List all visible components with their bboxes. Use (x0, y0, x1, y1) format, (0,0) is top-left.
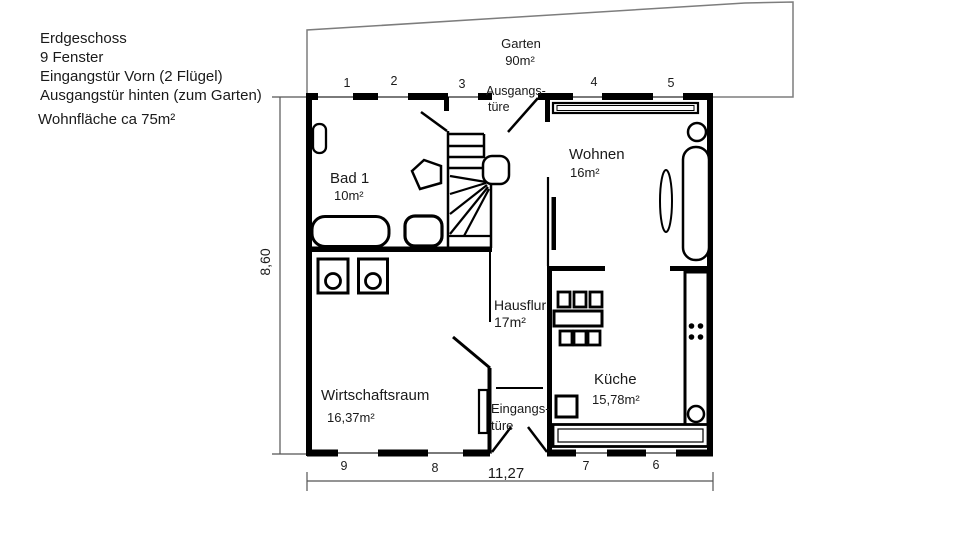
kitchen-sink (686, 404, 706, 424)
plant (659, 169, 673, 233)
sideboard-inner (556, 105, 695, 111)
entrance-door-label-line2: türe (491, 418, 513, 433)
washing-machine-1 (316, 257, 350, 295)
radiator (477, 388, 489, 435)
note-block: Erdgeschoss 9 Fenster Eingangstür Vorn (… (38, 30, 262, 128)
wohnen-fixtures (551, 101, 711, 262)
wirtschaftsraum-fixtures (316, 257, 489, 435)
window-number-8: 8 (432, 461, 439, 475)
room-area-wohnen: 16m² (570, 165, 600, 180)
bad-fixtures (310, 122, 444, 248)
bathtub (310, 215, 391, 248)
room-area-wirtschaftsraum: 16,37m² (327, 410, 375, 425)
dimension-labels: 11,27 8,60 (257, 248, 524, 482)
room-label-bad: Bad 1 (330, 170, 369, 187)
garden-area: 90m² (505, 53, 535, 68)
kitchen-counter-right (683, 270, 710, 427)
garden-outline (306, 1, 794, 98)
room-area-hausflur: 17m² (494, 314, 526, 330)
room-label-wohnen: Wohnen (569, 146, 625, 163)
window-number-1: 1 (344, 76, 351, 90)
right-wall (707, 93, 713, 456)
garden-labels: Garten 90m² (501, 36, 541, 68)
staircase (446, 131, 511, 248)
window-number-4: 4 (591, 75, 598, 89)
kueche-left-wall (547, 271, 552, 453)
bad-bottom-wall (306, 246, 492, 252)
room-label-wirtschaftsraum: Wirtschaftsraum (321, 387, 429, 404)
top-wall-dashes (307, 93, 713, 100)
window-number-6: 6 (653, 458, 660, 472)
wohnen-door-leaf (551, 197, 556, 250)
note-entrance: Eingangstür Vorn (2 Flügel) (40, 68, 223, 85)
room-area-kueche: 15,78m² (592, 392, 640, 407)
dimension-width: 11,27 (488, 465, 524, 482)
towel-radiator (311, 122, 328, 155)
garden-label: Garten (501, 36, 541, 51)
exit-door-swing (507, 97, 539, 133)
entrance-door-swing-right (527, 426, 548, 453)
washing-machine-2-door (364, 272, 382, 290)
note-exit: Ausgangstür hinten (zum Garten) (40, 87, 262, 104)
bad-door-swing (420, 110, 448, 133)
note-title: Erdgeschoss (40, 30, 127, 47)
bottom-wall-dashes (307, 449, 713, 457)
left-wall (306, 93, 312, 456)
note-windows: 9 Fenster (40, 49, 103, 66)
note-living-area: Wohnfläche ca 75m² (38, 111, 175, 128)
entrance-door-label-line1: Eingangs- (491, 401, 550, 416)
wohnen-kueche-divider-right (670, 266, 713, 271)
washbasin-pentagon (410, 158, 443, 191)
kitchen-counter-bottom (551, 423, 710, 448)
toilet (403, 214, 444, 248)
side-table (686, 121, 708, 143)
room-area-bad: 10m² (334, 188, 364, 203)
window-number-5: 5 (668, 76, 675, 90)
kitchen-appliance (554, 394, 579, 419)
window-number-3: 3 (459, 77, 466, 91)
dining-chairs-bottom (558, 329, 602, 347)
wirtschaftsraum-door-wall (452, 335, 491, 370)
exit-door-label-line2: türe (488, 100, 510, 114)
window-number-9: 9 (341, 459, 348, 473)
window-numbers-top: 1 2 3 4 5 (344, 74, 675, 91)
stair-newel-post (481, 154, 511, 186)
dining-chairs-top (556, 290, 604, 309)
window-number-2: 2 (391, 74, 398, 88)
wohnen-left-wall-stub (545, 97, 550, 122)
exit-door-label-line1: Ausgangs- (486, 84, 546, 98)
washing-machine-1-door (324, 272, 342, 290)
room-labels: Bad 1 10m² Wohnen 16m² Hausflur 17m² Wir… (321, 146, 640, 425)
kueche-fixtures (551, 270, 710, 448)
outer-walls (306, 93, 713, 457)
bad-right-wall-stub (444, 97, 449, 111)
sideboard (551, 101, 700, 115)
window-numbers-bottom: 9 8 7 6 (341, 458, 660, 475)
stove-burners (688, 323, 704, 340)
stair-winder-treads (449, 174, 490, 237)
dimension-lines (272, 96, 714, 491)
interior-walls (306, 97, 713, 453)
door-labels: Ausgangs- türe Eingangs- türe (486, 84, 550, 433)
window-number-7: 7 (583, 459, 590, 473)
room-label-kueche: Küche (594, 371, 637, 388)
dining-table (552, 309, 604, 328)
sofa (681, 145, 711, 262)
dimension-height: 8,60 (257, 248, 273, 275)
entrance-door-swing-left (491, 426, 512, 453)
entry-side-wall (487, 368, 492, 453)
room-label-hausflur: Hausflur (494, 297, 546, 313)
wohnen-kueche-divider-left (547, 266, 605, 271)
kitchen-counter-bottom-inner (557, 428, 704, 443)
